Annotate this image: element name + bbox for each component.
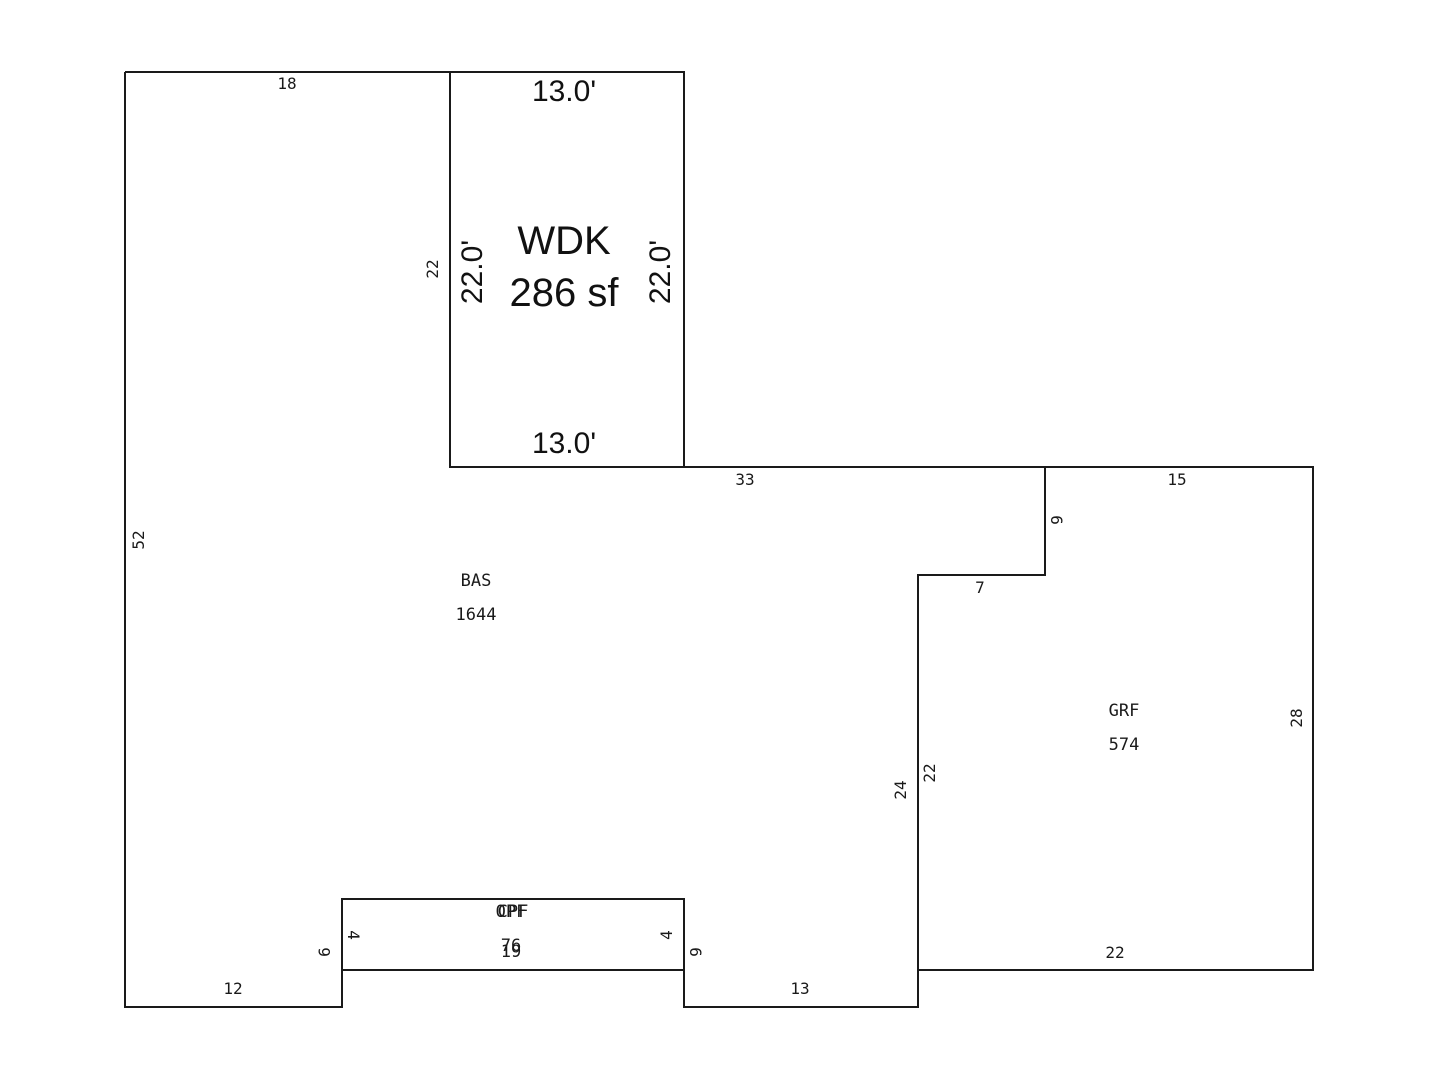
porch-left-6-dimension: 6	[315, 947, 334, 957]
bas-bottom-right-dimension: 13	[790, 979, 809, 998]
grf-area: 574	[1109, 735, 1140, 755]
bas-step-top-dimension: 33	[735, 470, 754, 489]
grf-top-dimension: 15	[1167, 470, 1186, 489]
bas-area: 1644	[456, 605, 497, 625]
grf-inner-22-dimension: 22	[920, 763, 939, 782]
bas-left-dimension: 52	[129, 530, 148, 549]
opf-area: 76	[501, 936, 521, 956]
wdk-outline	[449, 71, 685, 468]
wdk-top-dimension: 13.0'	[532, 75, 596, 108]
porch-left-4-dimension: 4	[344, 930, 363, 940]
wdk-right-dimension: 22.0'	[644, 240, 677, 304]
grf-outline	[918, 466, 1314, 971]
wdk-code: WDK	[517, 219, 611, 263]
bas-top-dimension: 18	[277, 74, 296, 93]
grf-code: GRF	[1109, 701, 1140, 721]
grf-step-dimension: 6	[1047, 515, 1066, 525]
bas-bottom-left-dimension: 12	[223, 979, 242, 998]
grf-right-dimension: 28	[1287, 708, 1306, 727]
bas-outline	[124, 71, 1046, 1008]
wdk-left-small-dimension: 22	[423, 259, 442, 278]
grf-step-horizontal-dimension: 7	[975, 578, 985, 597]
grf-bottom-dimension: 22	[1105, 943, 1124, 962]
wdk-bottom-dimension: 13.0'	[532, 427, 596, 460]
porch-right-6-dimension: 6	[686, 947, 705, 957]
opf-code: OPF	[496, 902, 527, 922]
wdk-left-dimension: 22.0'	[456, 240, 489, 304]
cpf-code: CPF	[498, 902, 529, 922]
bas-inner-24-dimension: 24	[891, 780, 910, 799]
bas-code: BAS	[461, 571, 492, 591]
porch-width-dimension: 19	[501, 942, 521, 962]
opf-outline	[341, 898, 685, 970]
porch-right-4-dimension: 4	[657, 930, 676, 940]
wdk-area: 286 sf	[510, 271, 620, 315]
